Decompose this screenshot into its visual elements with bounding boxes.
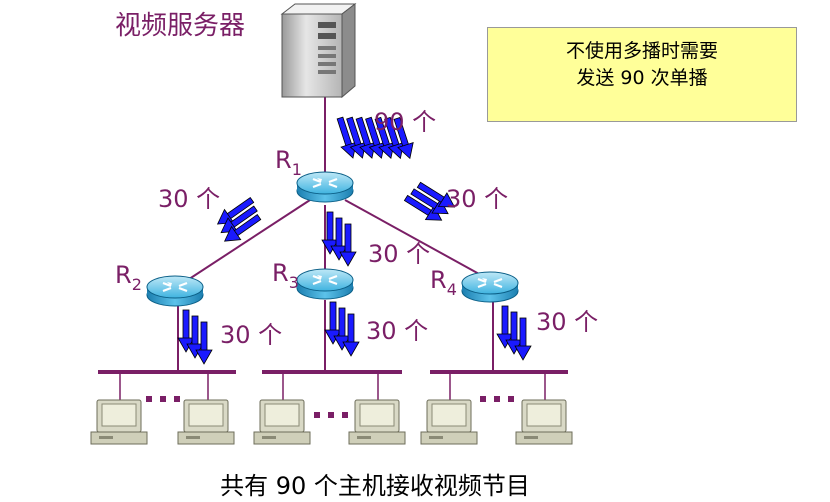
flow-count-server-r1: 90 个	[374, 108, 436, 136]
hosts	[90, 396, 573, 445]
unicast-note-box: 不使用多播时需要 发送 90 次单播	[487, 27, 797, 122]
link-r1-r4	[344, 199, 491, 281]
flow-count-r1-r2: 30 个	[158, 185, 220, 213]
router-r1-icon	[295, 170, 355, 204]
host-computer-icon	[515, 399, 573, 445]
arrows-r3-lan	[324, 301, 360, 357]
arrows-r4-lan	[496, 305, 532, 361]
lan-drops	[119, 372, 546, 400]
flow-count-r2-lan: 30 个	[220, 321, 282, 349]
diagram-caption: 共有 90 个主机接收视频节目	[220, 472, 530, 500]
note-line-2: 发送 90 次单播	[576, 67, 708, 89]
host-computer-icon	[348, 399, 406, 445]
router-r2-label: R2	[115, 261, 142, 294]
flow-count-r1-r3: 30 个	[368, 240, 430, 268]
router-r4-icon	[460, 270, 520, 304]
arrows-r1-r3	[321, 211, 357, 267]
arrows-r2-lan	[177, 309, 213, 365]
router-r4-label: R4	[430, 266, 457, 299]
flow-count-r4-lan: 30 个	[536, 308, 598, 336]
router-r2-icon	[145, 274, 205, 308]
router-r3-label: R3	[272, 259, 299, 292]
server-label: 视频服务器	[115, 11, 245, 41]
note-line-1: 不使用多播时需要	[565, 40, 718, 62]
router-r3-icon	[295, 267, 355, 301]
host-computer-icon	[420, 399, 478, 445]
host-computer-icon	[90, 399, 148, 445]
ellipsis-dots	[146, 396, 514, 418]
video-server-icon	[280, 2, 357, 99]
host-computer-icon	[177, 399, 235, 445]
network-links	[177, 97, 494, 371]
host-computer-icon	[253, 399, 311, 445]
flow-count-r3-lan: 30 个	[366, 317, 428, 345]
link-r1-r2	[179, 199, 311, 286]
flow-count-r1-r4: 30 个	[446, 185, 508, 213]
router-r1-label: R1	[275, 146, 302, 179]
